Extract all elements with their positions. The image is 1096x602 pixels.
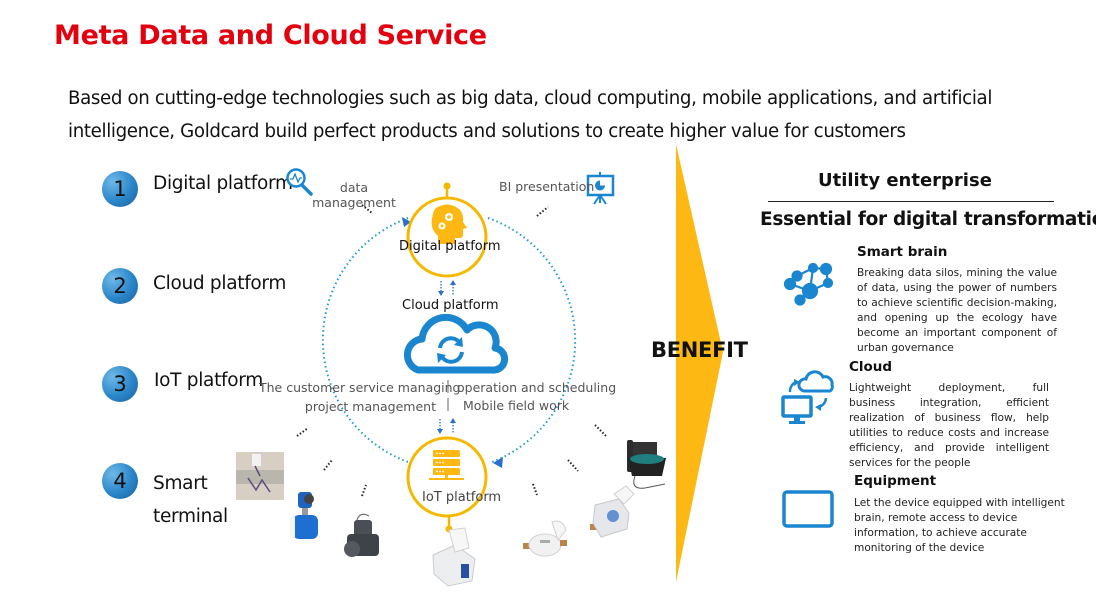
feature-desc-smart-brain: Breaking data silos, mining the value of… [857, 267, 1057, 354]
layer-label-cloud-platform: Cloud platform [153, 273, 287, 294]
cloud-sync-icon [403, 313, 509, 374]
utility-enterprise-heading: Utility enterprise [818, 170, 992, 191]
network-people-icon [783, 262, 834, 306]
dotted-connectors [296, 204, 607, 497]
prepaid-water-meter-photo [590, 485, 635, 538]
cloud-platform-node-label: Cloud platform [402, 298, 499, 313]
feature-title-smart-brain: Smart brain [857, 244, 948, 260]
presentation-board-icon [586, 172, 615, 205]
iot-platform-node [406, 436, 488, 518]
server-icon [429, 450, 464, 480]
tablet-icon [782, 490, 834, 528]
layer-label-smart-terminal: Smart terminal [153, 473, 228, 527]
service-project-management: project management [304, 399, 436, 414]
label-data-management: data management [312, 180, 396, 210]
ring-arc-left [321, 217, 409, 463]
layer-label-iot-platform: IoT platform [154, 370, 263, 391]
electromagnetic-flow-meter-photo [290, 492, 318, 539]
ring-arrowhead-bottom [493, 457, 503, 468]
layer-label-digital-platform: Digital platform [153, 173, 293, 194]
cloud-sync-monitor-icon [781, 370, 834, 424]
feature-desc-equipment: Let the device equipped with intelligent… [854, 497, 1065, 554]
iot-platform-node-label: IoT platform [422, 490, 502, 505]
layer-number-2: 2 [102, 268, 138, 304]
head-gears-icon [431, 204, 467, 244]
benefit-label: BENEFIT [651, 338, 748, 362]
control-valve-photo [344, 513, 379, 557]
layer-number-1: 1 [102, 171, 138, 207]
ring-arc-right [487, 217, 577, 463]
data-concentrator-photo [627, 440, 666, 489]
label-bi-presentation: BI presentation [499, 179, 595, 194]
arrows-cloud-iot [437, 418, 456, 434]
heading-divider [768, 201, 1054, 202]
compact-water-meter-photo [523, 520, 567, 557]
intro-paragraph: Based on cutting-edge technologies such … [68, 88, 993, 142]
page-title: Meta Data and Cloud Service [54, 20, 487, 51]
benefit-arrow-shape [676, 144, 723, 582]
layer-number-4: 4 [102, 463, 138, 499]
service-customer-managing: The customer service managing [259, 380, 461, 395]
service-operation-scheduling: operation and scheduling [457, 380, 617, 395]
data-search-icon [286, 168, 313, 196]
feature-title-equipment: Equipment [854, 473, 937, 489]
ring-arrowhead-top [402, 217, 411, 227]
feature-desc-cloud: Lightweight deployment, full business in… [849, 382, 1049, 469]
digital-platform-node [406, 196, 488, 278]
arrows-digital-cloud [438, 280, 456, 296]
layer-number-3: 3 [102, 366, 138, 402]
digital-platform-node-label: Digital platform [399, 239, 501, 254]
service-mobile-field-work: Mobile field work [463, 398, 570, 413]
digital-transformation-subheading: Essential for digital transformation [760, 209, 1096, 230]
smart-water-meter-photo [432, 527, 476, 587]
feature-title-cloud: Cloud [849, 359, 893, 375]
ultrasonic-flow-meter-photo [236, 452, 284, 500]
